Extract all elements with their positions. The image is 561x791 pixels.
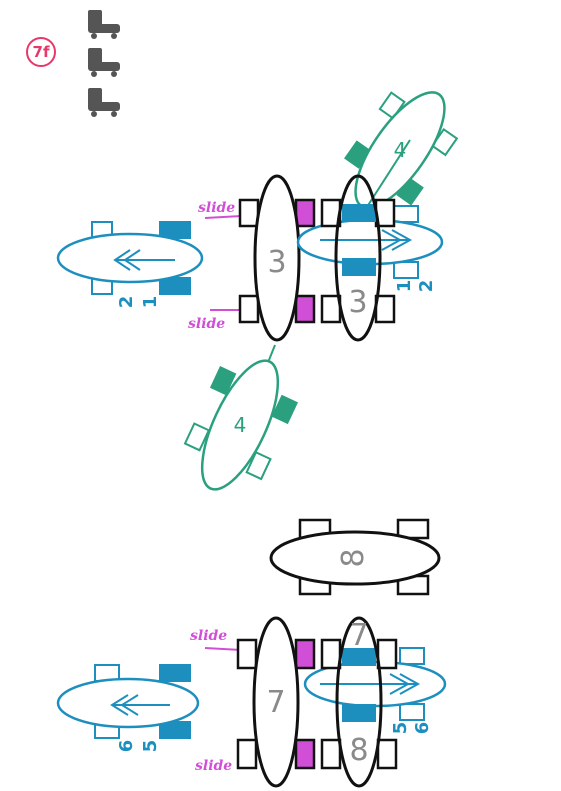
black-board-8-right-number: 8 bbox=[349, 733, 368, 768]
green-board-top-number: 4 bbox=[394, 138, 407, 162]
black-board-8-number: 8 bbox=[336, 548, 371, 567]
black-board-7-left-number: 7 bbox=[266, 685, 285, 720]
blue-board-left-bottom-num-a: 6 bbox=[116, 740, 137, 753]
green-board-mid-number: 4 bbox=[234, 413, 247, 437]
blue-board-left-top: 2 1 bbox=[56, 221, 204, 309]
blue-board-left-bottom: 6 5 bbox=[56, 664, 200, 753]
blue-board-right-bottom: 5 6 bbox=[303, 647, 447, 735]
sheet-id-label: 7f bbox=[33, 43, 50, 61]
black-board-7-left: 7 bbox=[236, 616, 316, 788]
slide-label-bottom-1: slide bbox=[190, 628, 227, 644]
green-board-mid: 4 bbox=[183, 359, 298, 491]
black-board-7-8-right: 7 8 bbox=[320, 616, 398, 788]
roller-skate-stamp-icon bbox=[88, 10, 120, 117]
black-board-3-left-number: 3 bbox=[267, 245, 286, 280]
black-board-3-left: 3 bbox=[238, 174, 316, 342]
blue-board-left-top-num-a: 2 bbox=[116, 296, 137, 309]
black-board-3-right-number: 3 bbox=[348, 285, 367, 320]
blue-board-right-bottom-num-b: 6 bbox=[412, 722, 433, 735]
blue-board-right-top-num-b: 2 bbox=[416, 280, 437, 293]
green-board-top: 4 bbox=[344, 91, 459, 209]
slide-label-bottom-2: slide bbox=[195, 758, 232, 774]
blue-board-left-bottom-num-b: 5 bbox=[140, 740, 161, 753]
blue-board-left-top-num-b: 1 bbox=[140, 296, 161, 309]
sheet-id-badge: 7f bbox=[26, 37, 56, 67]
black-board-7-right-number: 7 bbox=[349, 618, 368, 653]
black-board-8: 8 bbox=[269, 518, 441, 596]
slide-label-top-1: slide bbox=[198, 200, 235, 216]
black-board-3-right: 3 bbox=[320, 174, 396, 342]
blue-board-right-bottom-num-a: 5 bbox=[390, 722, 411, 735]
slide-label-top-2: slide bbox=[188, 316, 225, 332]
blue-board-right-top-num-a: 1 bbox=[394, 280, 415, 293]
